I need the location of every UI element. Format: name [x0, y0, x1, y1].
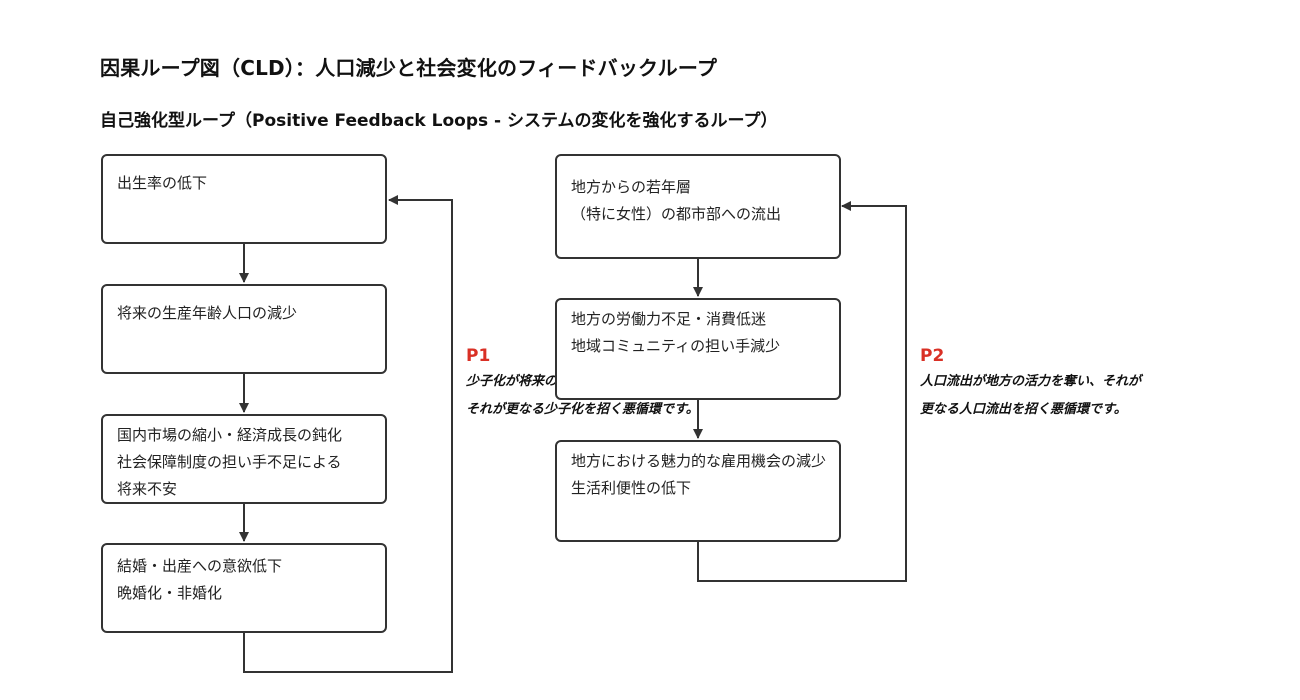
loop-label-p2: P2 [920, 346, 945, 366]
section-subtitle: 自己強化型ループ（Positive Feedback Loops - システムの… [100, 111, 778, 131]
node-text: （特に女性）の都市部への流出 [571, 205, 782, 223]
node-text: 国内市場の縮小・経済成長の鈍化 [117, 426, 343, 444]
node-text: 生活利便性の低下 [571, 479, 692, 497]
loop-description-line: 人口流出が地方の活力を奪い、それが [920, 374, 1142, 389]
p2-feedback-arrow [697, 201, 907, 582]
node-text: 地方における魅力的な雇用機会の減少 [571, 452, 827, 470]
node-text: 地域コミュニティの担い手減少 [571, 337, 781, 355]
node-text: 地方の労働力不足・消費低迷 [571, 310, 767, 328]
loop-label-p1: P1 [466, 346, 491, 366]
node-text: 出生率の低下 [117, 174, 208, 192]
node-text: 将来の生産年齢人口の減少 [117, 304, 298, 322]
node-text: 社会保障制度の担い手不足による [117, 453, 342, 471]
node-text: 結婚・出産への意欲低下 [117, 557, 283, 575]
p1-node-market-shrink: 国内市場の縮小・経済成長の鈍化 社会保障制度の担い手不足による 将来不安 [101, 414, 387, 504]
node-text: 将来不安 [117, 480, 178, 498]
p1-node-marriage-decline: 結婚・出産への意欲低下 晩婚化・非婚化 [101, 543, 387, 633]
p1-node-birth-rate-decline: 出生率の低下 [101, 154, 387, 244]
loop-description-p2: 人口流出が地方の活力を奪い、それが 更なる人口流出を招く悪循環です。 [920, 368, 1141, 424]
p2-node-job-opportunity-decline: 地方における魅力的な雇用機会の減少 生活利便性の低下 [555, 440, 841, 542]
p1-feedback-arrow [243, 195, 453, 673]
p1-node-working-age-decline: 将来の生産年齢人口の減少 [101, 284, 387, 374]
p2-node-labor-shortage: 地方の労働力不足・消費低迷 地域コミュニティの担い手減少 [555, 298, 841, 400]
node-text: 地方からの若年層 [571, 178, 692, 196]
p2-node-youth-outflow: 地方からの若年層 （特に女性）の都市部への流出 [555, 154, 841, 259]
loop-description-line: 更なる人口流出を招く悪循環です。 [920, 402, 1127, 417]
loop-description-line: それが更なる少子化を招く悪循環です。 [466, 402, 699, 417]
node-text: 晩婚化・非婚化 [117, 584, 223, 602]
diagram-title: 因果ループ図（CLD）：人口減少と社会変化のフィードバックループ [100, 56, 718, 80]
